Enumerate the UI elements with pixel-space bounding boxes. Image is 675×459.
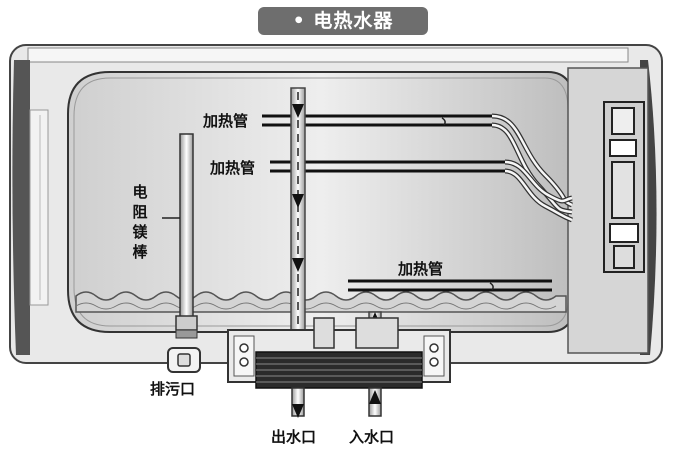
top-band [27, 47, 629, 63]
magnesium-rod-char: 阻 [132, 203, 148, 221]
title-badge: • 电热水器 [258, 7, 428, 35]
magnesium-rod-char: 电 [132, 183, 148, 201]
drain-outlet-label: 排污口 [150, 380, 196, 398]
water-inlet-label: 入水口 [349, 428, 395, 446]
outlet-pipe [290, 87, 306, 351]
water-surface [75, 291, 567, 313]
magnesium-rod-char: 镁 [132, 223, 148, 241]
magnesium-rod [162, 133, 198, 339]
left-end-cap [12, 60, 30, 355]
water-outlet-label: 出水口 [271, 428, 317, 446]
heating-tube-label-1: 加热管 [203, 112, 249, 130]
magnesium-rod-char: 棒 [132, 243, 148, 261]
drain-knob [167, 347, 201, 373]
magnesium-rod-label: 电 阻 镁 棒 [130, 182, 150, 262]
middle-heating-tube [270, 159, 573, 223]
inlet-stub [368, 387, 382, 417]
heating-tube-label-2: 加热管 [210, 159, 256, 177]
lower-heating-tube [348, 279, 552, 292]
heating-tube-label-3: 加热管 [398, 260, 444, 278]
heating-coil-block [255, 351, 423, 389]
outlet-stub [291, 387, 305, 418]
left-side-panel [29, 109, 49, 306]
